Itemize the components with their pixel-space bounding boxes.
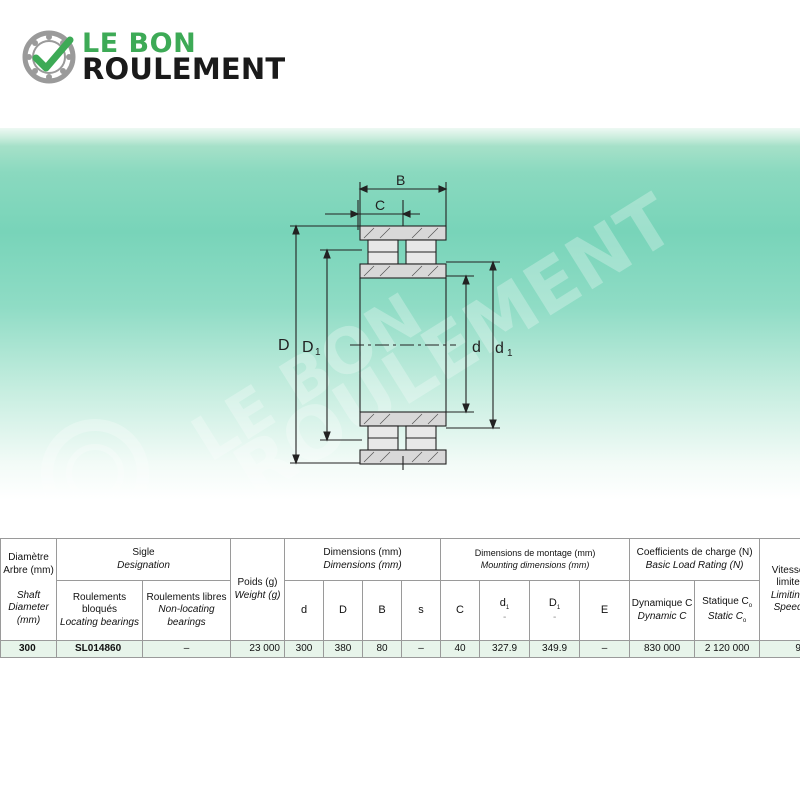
specification-table: Diamètre Arbre (mm) Shaft Diameter (mm) … <box>0 538 800 658</box>
header-load-rating: Coefficients de charge (N)Basic Load Rat… <box>629 538 761 581</box>
header-s: s <box>400 580 442 641</box>
cell-s: – <box>400 640 442 658</box>
cell-locating[interactable]: SL014860 <box>56 640 143 658</box>
header-mount-d1: d1" <box>479 580 531 641</box>
table-row[interactable]: 300 SL014860 – 23 000 300 380 80 – 40 32… <box>0 640 800 658</box>
label-C: C <box>375 197 385 213</box>
cell-dynamic: 830 000 <box>629 640 696 658</box>
header-B: B <box>362 580 402 641</box>
cell-E: – <box>579 640 631 658</box>
header-mount-D1: D1" <box>529 580 581 641</box>
cell-d: 300 <box>284 640 324 658</box>
cell-D1: 349.9 <box>529 640 581 658</box>
cell-non-locating: – <box>142 640 231 658</box>
label-D1-sub: 1 <box>315 347 321 358</box>
label-D: D <box>278 337 290 354</box>
header-mount-C: C <box>440 580 481 641</box>
header-d: d <box>284 580 324 641</box>
cell-speed: 950 <box>759 640 800 658</box>
table-header-row: Diamètre Arbre (mm) Shaft Diameter (mm) … <box>0 538 800 641</box>
header-mounting-dimensions: Dimensions de montage (mm)Mounting dimen… <box>440 538 631 581</box>
label-D1: D <box>302 339 314 356</box>
cell-B: 80 <box>362 640 402 658</box>
header-limiting-speed: Vitesse limiteLimiting Speed <box>759 538 800 641</box>
banner-fade <box>0 128 800 146</box>
label-d1-sub: 1 <box>507 348 513 359</box>
label-d1: d <box>495 340 504 357</box>
label-d: d <box>472 339 481 356</box>
cell-static: 2 120 000 <box>694 640 761 658</box>
header-mount-E: E <box>579 580 631 641</box>
bearing-drawing: B C D D 1 d d 1 <box>278 172 513 470</box>
brand-logo[interactable]: LE BON ROULEMENT <box>22 28 312 88</box>
cell-shaft: 300 <box>0 640 57 658</box>
cell-C: 40 <box>440 640 481 658</box>
header-weight: Poids (g)Weight (g) <box>230 538 285 641</box>
bearing-check-icon <box>22 30 76 84</box>
cell-weight: 23 000 <box>230 640 285 658</box>
header-D: D <box>323 580 363 641</box>
label-B: B <box>396 172 405 188</box>
cell-D: 380 <box>323 640 363 658</box>
brand-line1: LE BON <box>82 28 197 59</box>
cell-d1: 327.9 <box>479 640 531 658</box>
header-shaft-diameter: Diamètre Arbre (mm) Shaft Diameter (mm) <box>0 538 57 641</box>
brand-line2: ROULEMENT <box>82 52 286 86</box>
header-dimensions: Dimensions (mm)Dimensions (mm) <box>283 538 442 581</box>
